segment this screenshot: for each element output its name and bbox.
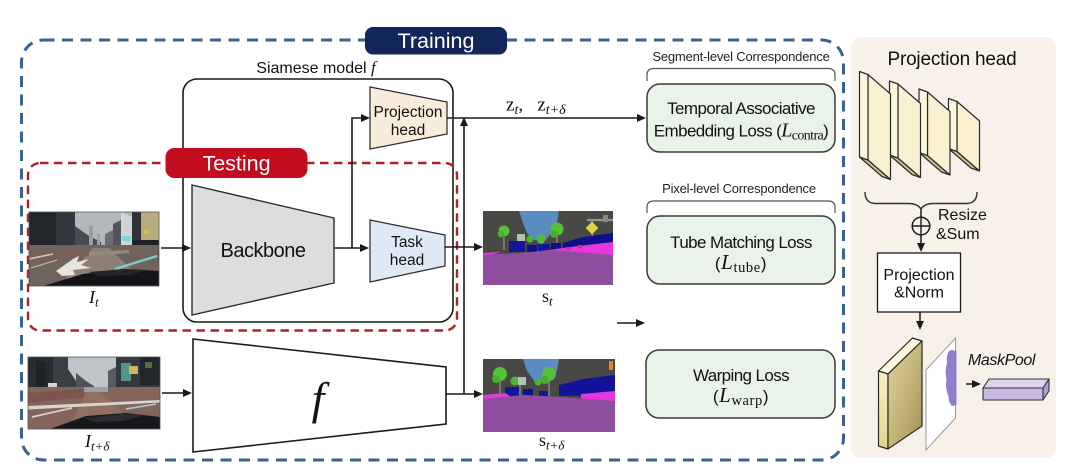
svg-text:Projection: Projection (883, 267, 954, 284)
svg-text:Projection: Projection (374, 104, 443, 121)
svg-text:Projection head: Projection head (887, 49, 1016, 70)
svg-text:Testing: Testing (202, 152, 270, 176)
svg-text:st: st (542, 286, 553, 309)
svg-text:(Ltube): (Ltube) (715, 250, 767, 276)
svg-text:zt, zt+δ: zt, zt+δ (506, 95, 566, 119)
svg-text:Training: Training (398, 29, 475, 53)
svg-text:It: It (88, 287, 99, 310)
svg-text:Resize: Resize (938, 207, 987, 224)
svg-text:head: head (391, 122, 425, 139)
svg-text:Backbone: Backbone (221, 240, 306, 262)
svg-text:Segment-level Correspondence: Segment-level Correspondence (652, 49, 829, 64)
svg-text:&Sum: &Sum (936, 226, 980, 243)
svg-text:head: head (390, 252, 424, 269)
svg-text:st+δ: st+δ (539, 430, 565, 453)
svg-text:MaskPool: MaskPool (968, 352, 1036, 369)
svg-text:Temporal Associative: Temporal Associative (667, 99, 815, 118)
svg-text:Warping Loss: Warping Loss (693, 366, 789, 385)
svg-text:Siamese model f: Siamese model f (256, 58, 378, 77)
svg-text:&Norm: &Norm (894, 285, 944, 302)
svg-text:Task: Task (391, 234, 423, 251)
svg-text:It+δ: It+δ (84, 431, 110, 454)
svg-text:Tube Matching Loss: Tube Matching Loss (670, 233, 812, 252)
svg-text:Pixel-level Correspondence: Pixel-level Correspondence (662, 181, 816, 196)
